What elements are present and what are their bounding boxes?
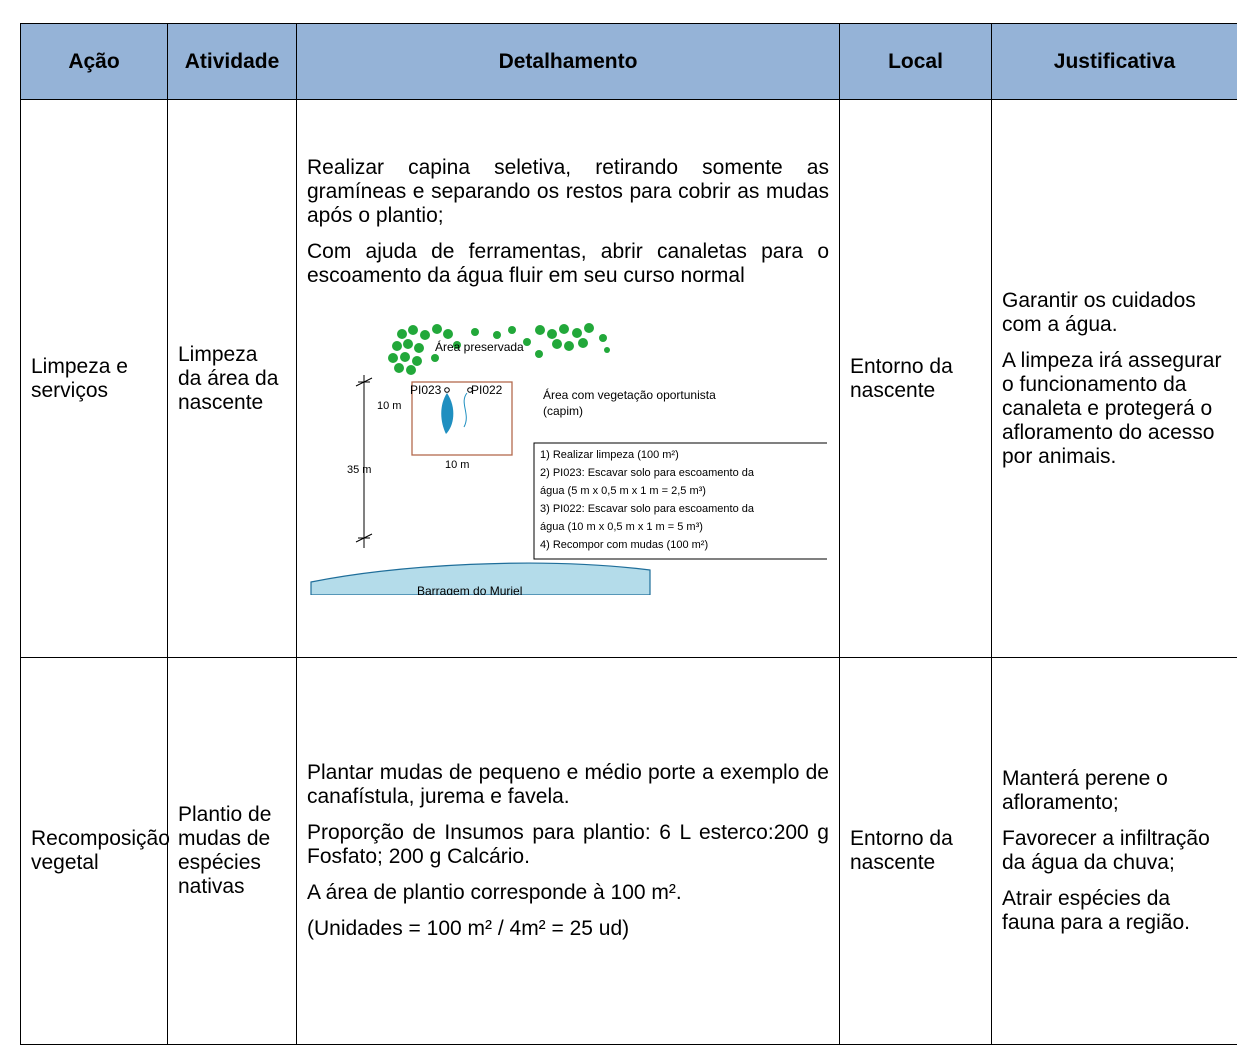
detail-paragraph: A área de plantio corresponde à 100 m². (307, 881, 682, 904)
justificativa-cell: Garantir os cuidados com a água. A limpe… (991, 99, 1237, 658)
atividade-cell: Plantio de mudas de espécies nativas (167, 657, 297, 1045)
side-length-label: 10 m (377, 400, 401, 412)
site-diagram: Área preservada 35 m 10 m 10 m PI023 PI0… (310, 323, 831, 598)
preserved-trees (388, 323, 610, 375)
header-atividade: Atividade (167, 23, 297, 100)
actions-table: Ação Atividade Detalhamento Local Justif… (20, 23, 1237, 1045)
bottom-length-label: 10 m (445, 459, 469, 471)
justification-paragraph: Garantir os cuidados com a água. (1002, 288, 1196, 336)
detail-paragraph: Proporção de Insumos para plantio: 6 L e… (307, 821, 829, 868)
spring-water (441, 393, 454, 434)
table-row: Limpeza e serviços Limpeza da área da na… (20, 99, 1237, 658)
distance-label: 35 m (347, 464, 371, 476)
detail-paragraph: Plantar mudas de pequeno e médio porte a… (307, 761, 829, 808)
pi022-label: PI022 (471, 383, 503, 397)
step-line: 2) PI023: Escavar solo para escoamento d… (540, 467, 755, 479)
opportunist-area-label: Área com vegetação oportunista (543, 387, 716, 402)
detail-paragraph: Com ajuda de ferramentas, abrir canaleta… (307, 240, 829, 287)
detail-paragraph: Realizar capina seletiva, retirando some… (307, 156, 829, 227)
justification-paragraph: Favorecer a infiltração da água da chuva… (1002, 827, 1210, 874)
dam-label: Barragem do Muriel (417, 584, 522, 595)
header-justificativa: Justificativa (991, 23, 1237, 100)
pi023-label: PI023 (410, 383, 442, 397)
justification-paragraph: Manterá perene o afloramento; (1002, 767, 1168, 814)
step-line: água (5 m x 0,5 m x 1 m = 2,5 m³) (540, 485, 706, 497)
justificativa-cell: Manterá perene o afloramento; Favorecer … (991, 657, 1237, 1045)
table-row: Recomposição vegetal Plantio de mudas de… (20, 657, 1237, 1045)
dam-water (310, 562, 651, 596)
plot-border (411, 381, 513, 456)
justification-paragraph: A limpeza irá assegurar o funcionamento … (1002, 348, 1222, 468)
acao-cell: Recomposição vegetal (20, 657, 170, 1045)
local-cell: Entorno da nascente (839, 99, 992, 658)
header-row: Ação Atividade Detalhamento Local Justif… (20, 23, 1237, 100)
atividade-cell: Limpeza da área da nascente (167, 99, 297, 658)
preserved-area-label: Área preservada (435, 339, 524, 354)
step-line: 4) Recompor com mudas (100 m²) (540, 539, 708, 551)
detalhamento-cell: Realizar capina seletiva, retirando some… (296, 99, 840, 658)
step-line: água (10 m x 0,5 m x 1 m = 5 m³) (540, 521, 703, 533)
detalhamento-cell: Plantar mudas de pequeno e médio porte a… (296, 657, 840, 1045)
header-local: Local (839, 23, 992, 100)
header-acao: Ação (20, 23, 168, 100)
steps-box (533, 442, 831, 560)
local-cell: Entorno da nascente (839, 657, 992, 1045)
acao-cell: Limpeza e serviços (20, 99, 168, 658)
step-line: 1) Realizar limpeza (100 m²) (540, 449, 679, 461)
step-line: 3) PI022: Escavar solo para escoamento d… (540, 503, 755, 515)
opportunist-area-sub: (capim) (543, 404, 583, 418)
header-detalhamento: Detalhamento (296, 23, 840, 100)
justification-paragraph: Atrair espécies da fauna para a região. (1002, 887, 1190, 934)
detail-paragraph: (Unidades = 100 m² / 4m² = 25 ud) (307, 917, 630, 940)
